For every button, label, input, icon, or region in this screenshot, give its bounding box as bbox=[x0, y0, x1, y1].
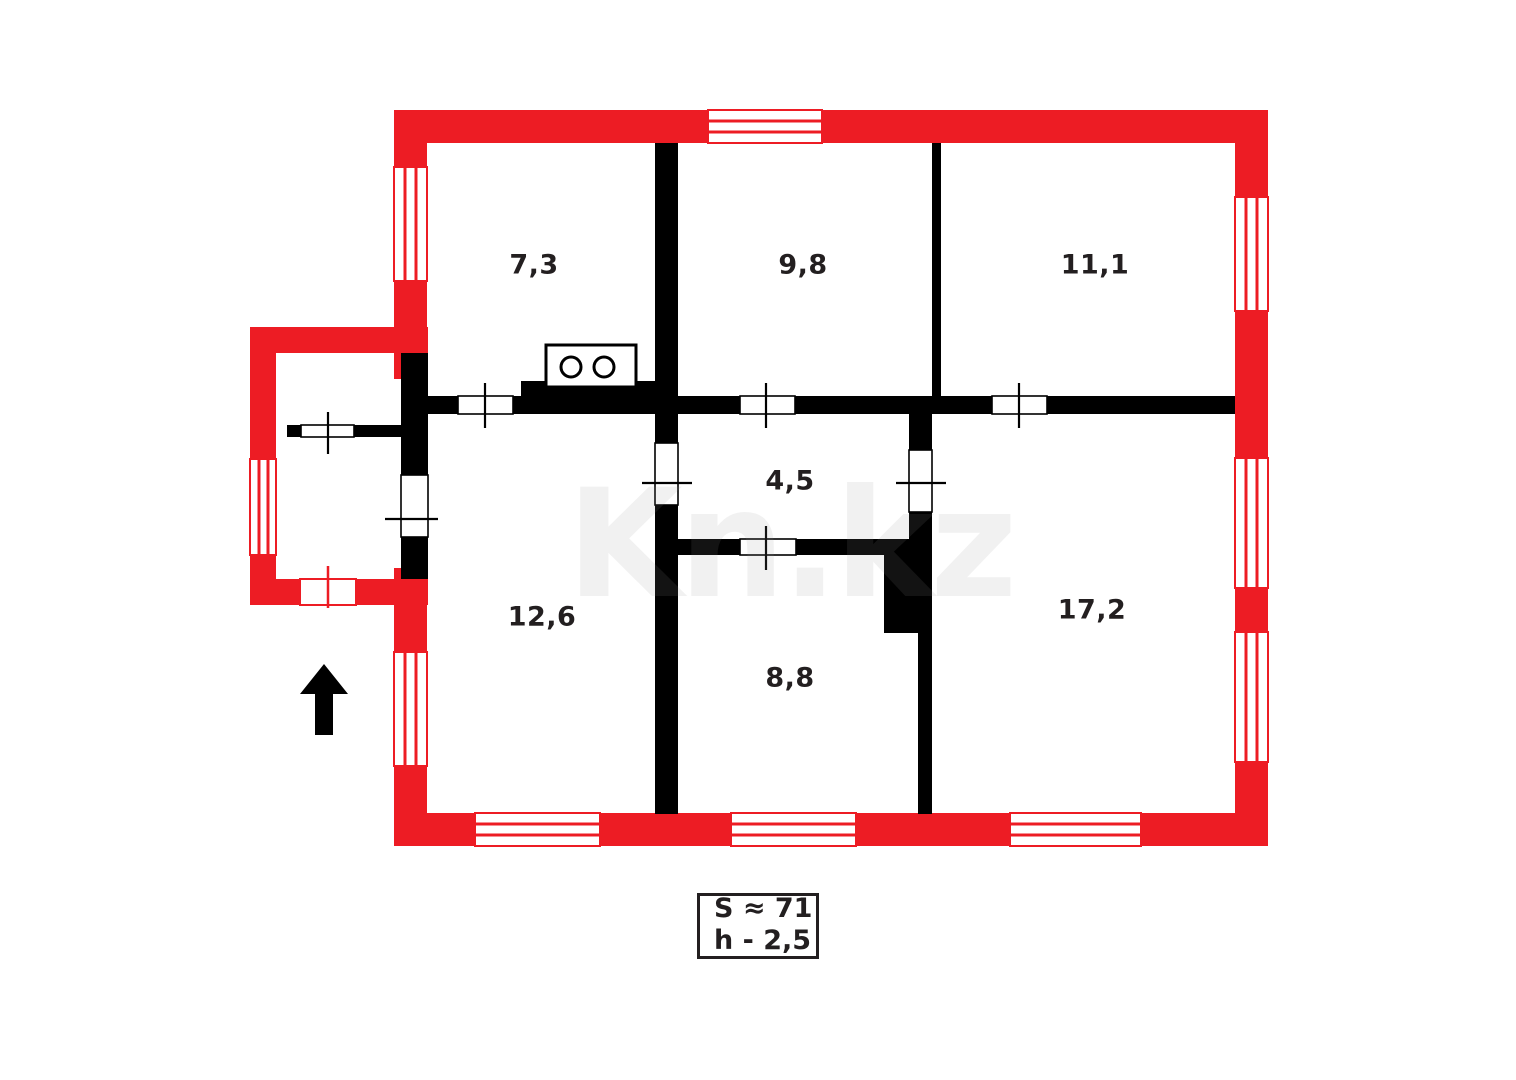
door-right-spine bbox=[991, 383, 1048, 428]
inner-wall-h-spine-right bbox=[678, 396, 1235, 414]
window-left-lower bbox=[393, 651, 428, 767]
door-mid-spine bbox=[739, 383, 796, 428]
inner-wall-pier-right bbox=[884, 548, 932, 633]
north-arrow-icon bbox=[300, 664, 348, 735]
window-vestibule-left bbox=[249, 458, 277, 556]
window-right-mid bbox=[1234, 457, 1269, 589]
inner-wall-v-upper-mid-right bbox=[932, 143, 941, 407]
stove-icon bbox=[544, 343, 638, 389]
area-info-box: S ≈ 71 h - 2,5 bbox=[697, 893, 819, 959]
fixture-group bbox=[544, 343, 638, 389]
window-top bbox=[707, 109, 823, 144]
window-right-lower bbox=[1234, 631, 1269, 763]
outer-wall-top bbox=[394, 110, 1268, 143]
total-area-text: S ≈ 71 bbox=[714, 893, 813, 925]
door-hall-left bbox=[642, 442, 692, 506]
door-vestibule-stub bbox=[300, 412, 355, 454]
inner-wall-v-left-lower bbox=[401, 537, 428, 579]
door-left-spine bbox=[457, 383, 514, 428]
window-right-upper bbox=[1234, 196, 1269, 312]
ceiling-height-text: h - 2,5 bbox=[714, 925, 812, 956]
inner-wall-v-left-upper bbox=[401, 353, 428, 475]
window-bottom-right bbox=[1009, 812, 1142, 847]
window-left-upper bbox=[393, 166, 428, 282]
vestibule-entry-door bbox=[299, 566, 357, 608]
inner-wall-v-center-left bbox=[655, 414, 678, 814]
interior-wall-group bbox=[287, 143, 1235, 814]
window-group bbox=[249, 109, 1269, 847]
door-vestibule-inner bbox=[385, 474, 438, 538]
door-group bbox=[300, 383, 1048, 570]
window-bottom-left bbox=[474, 812, 601, 847]
door-hall-bottom bbox=[739, 526, 797, 570]
window-bottom-mid bbox=[730, 812, 857, 847]
door-hall-right bbox=[896, 449, 946, 513]
inner-wall-v-kitchen-right bbox=[655, 143, 678, 407]
